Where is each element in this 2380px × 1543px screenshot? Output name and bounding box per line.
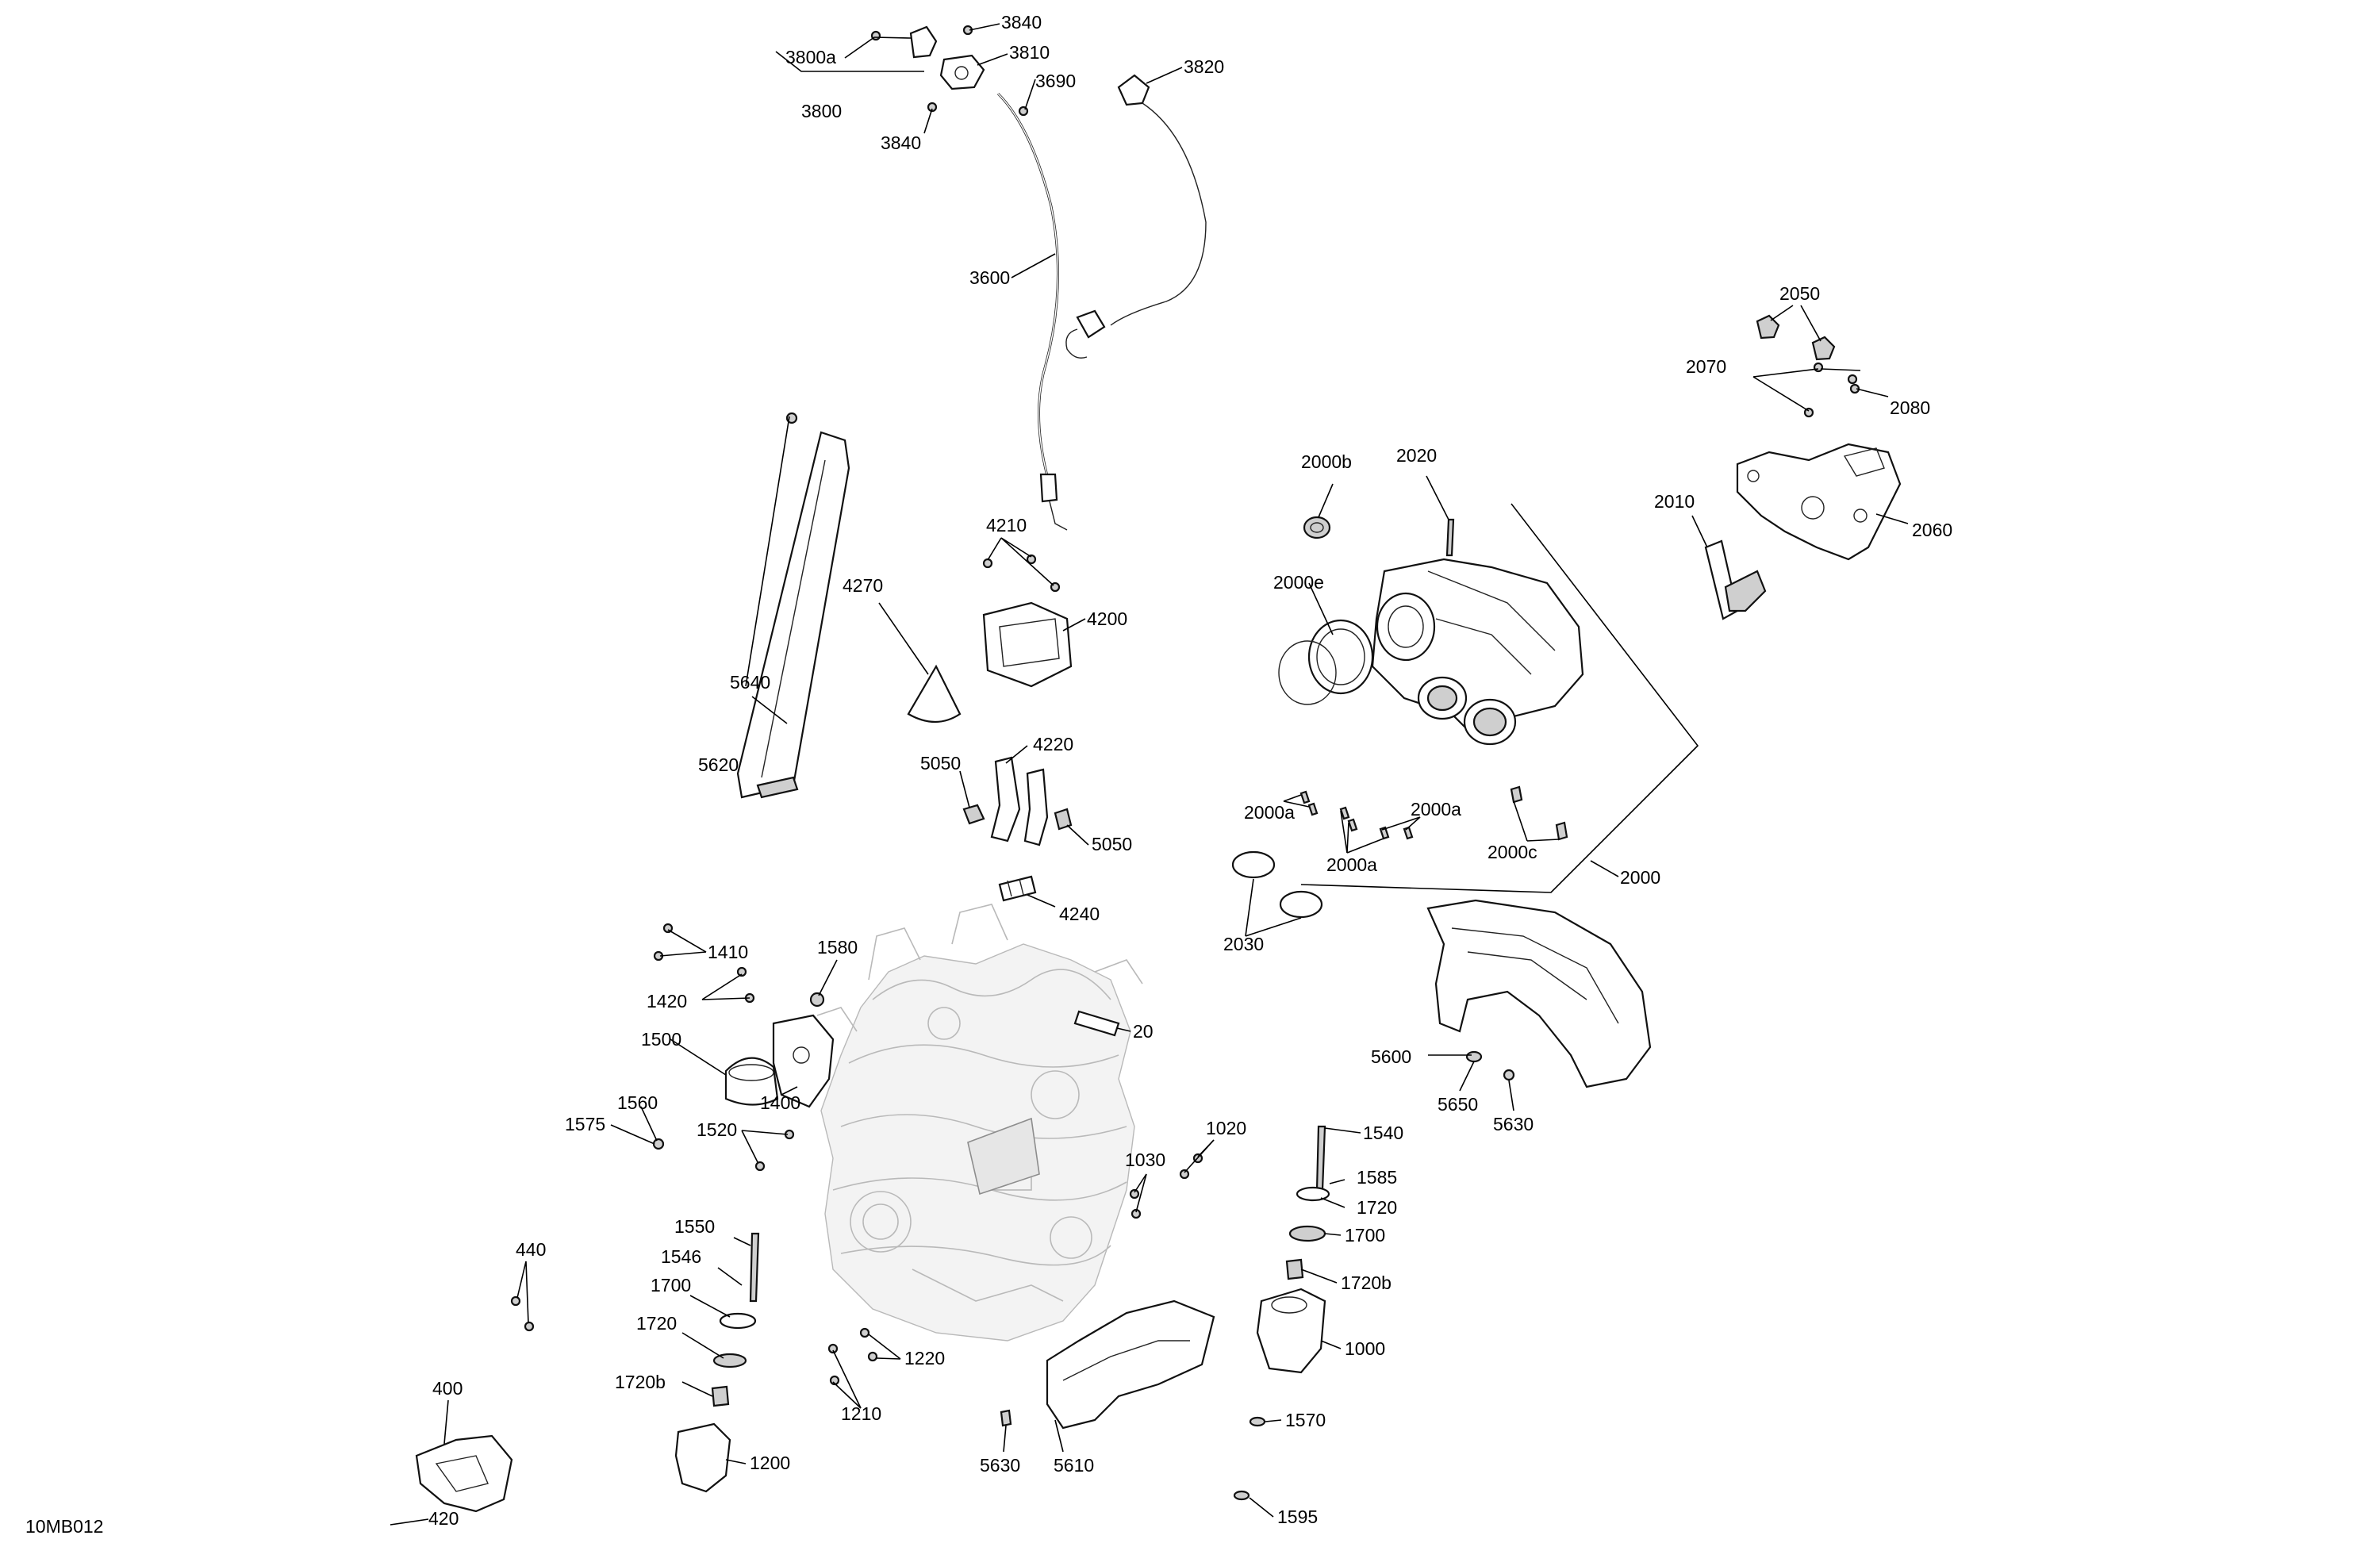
part-label-1546: 1546	[661, 1246, 701, 1267]
part-label-2000b: 2000b	[1301, 451, 1352, 472]
part-label-1540: 1540	[1363, 1123, 1403, 1143]
part-label-2030: 2030	[1223, 934, 1264, 954]
part-label-440: 440	[516, 1239, 546, 1260]
part-label-1720-left: 1720	[636, 1313, 677, 1334]
part-label-3810: 3810	[1009, 42, 1050, 63]
part-label-1720-right: 1720	[1357, 1197, 1397, 1218]
part-label-5050-bottom: 5050	[1092, 834, 1132, 854]
part-label-1700-right: 1700	[1345, 1225, 1385, 1246]
part-label-1420: 1420	[647, 991, 687, 1011]
part-label-1500: 1500	[641, 1029, 681, 1050]
part-label-1030: 1030	[1125, 1150, 1165, 1170]
part-label-3690: 3690	[1035, 71, 1076, 91]
part-illustrations	[415, 25, 1902, 1513]
part-label-1200: 1200	[750, 1453, 790, 1473]
part-label-5630-right: 5630	[1493, 1114, 1534, 1134]
part-label-1720b-left: 1720b	[615, 1372, 666, 1392]
part-label-3840-top: 3840	[1001, 12, 1042, 33]
part-label-2080: 2080	[1890, 397, 1930, 418]
part-labels: 3840 3800a 3810 3690 3820 3800 3840 3600…	[428, 12, 1952, 1529]
assembly-bracket-2000	[1300, 503, 1699, 893]
part-label-4270: 4270	[843, 575, 883, 596]
part-label-1000: 1000	[1345, 1338, 1385, 1359]
part-label-1210: 1210	[841, 1403, 881, 1424]
part-label-1550: 1550	[674, 1216, 715, 1237]
part-label-1575: 1575	[565, 1114, 605, 1134]
part-label-1560: 1560	[617, 1092, 658, 1113]
part-label-2000: 2000	[1620, 867, 1660, 888]
part-label-1570: 1570	[1285, 1410, 1326, 1430]
part-label-2000c: 2000c	[1488, 842, 1537, 862]
part-label-3840-bottom: 3840	[881, 132, 921, 153]
part-label-1410: 1410	[708, 942, 748, 962]
engine-ghost-illustration	[816, 904, 1143, 1341]
part-label-1580: 1580	[817, 937, 858, 958]
part-label-4200: 4200	[1087, 608, 1127, 629]
part-label-3820: 3820	[1184, 56, 1224, 77]
part-label-5640: 5640	[730, 672, 770, 693]
part-label-5620: 5620	[698, 754, 739, 775]
part-label-20: 20	[1133, 1021, 1154, 1042]
part-label-1700-left: 1700	[651, 1275, 691, 1295]
part-label-2070: 2070	[1686, 356, 1726, 377]
part-label-1520: 1520	[697, 1119, 737, 1140]
part-label-5600: 5600	[1371, 1046, 1411, 1067]
part-label-1220: 1220	[904, 1348, 945, 1368]
part-label-400: 400	[432, 1378, 463, 1399]
part-label-2050: 2050	[1779, 283, 1820, 304]
part-label-5650: 5650	[1438, 1094, 1478, 1115]
part-label-1585: 1585	[1357, 1167, 1397, 1188]
part-label-5610: 5610	[1054, 1455, 1094, 1476]
part-label-2000a-left: 2000a	[1244, 802, 1295, 823]
part-label-4220: 4220	[1033, 734, 1073, 754]
part-label-420: 420	[428, 1508, 459, 1529]
part-label-2060: 2060	[1912, 520, 1952, 540]
part-label-1595: 1595	[1277, 1507, 1318, 1527]
part-label-3800a: 3800a	[785, 47, 836, 67]
part-label-2020: 2020	[1396, 445, 1437, 466]
assembly-bracket-3800	[775, 51, 924, 72]
part-label-2000a-right: 2000a	[1411, 799, 1461, 819]
part-label-1020: 1020	[1206, 1118, 1246, 1138]
part-label-2000e: 2000e	[1273, 572, 1324, 593]
part-label-2000a-bottom: 2000a	[1326, 854, 1377, 875]
part-label-3800: 3800	[801, 101, 842, 121]
leader-lines	[390, 23, 1909, 1526]
part-label-1400: 1400	[760, 1092, 800, 1113]
part-label-4240: 4240	[1059, 904, 1100, 924]
part-label-5050-top: 5050	[920, 753, 961, 773]
part-label-2010: 2010	[1654, 491, 1695, 512]
part-label-5630-bottom: 5630	[980, 1455, 1020, 1476]
part-label-4210: 4210	[986, 515, 1027, 535]
part-label-1720b-right: 1720b	[1341, 1272, 1392, 1293]
figure-code: 10MB012	[25, 1516, 103, 1537]
part-label-3600: 3600	[969, 267, 1010, 288]
